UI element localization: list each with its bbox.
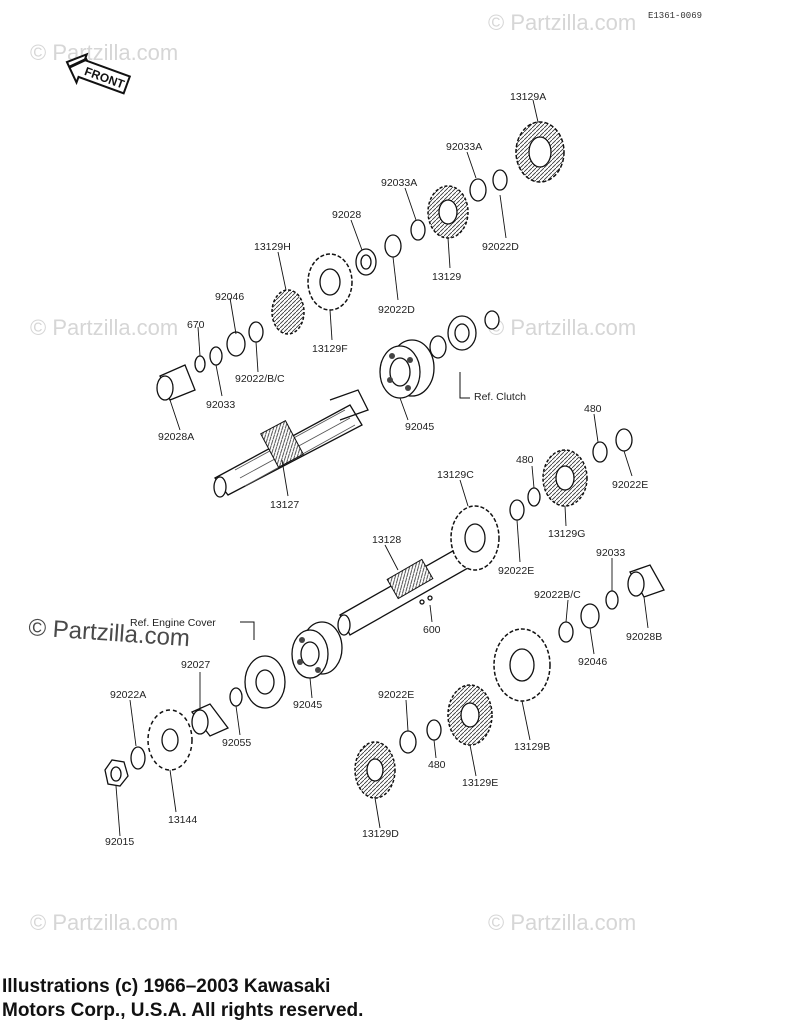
part-label-92033-b: 92033 <box>596 547 625 559</box>
gear-13129D <box>354 741 396 799</box>
part-label-92027: 92027 <box>181 659 210 671</box>
part-label-13129H: 13129H <box>254 241 291 253</box>
collar-92027 <box>190 703 230 737</box>
washer-92022E-b <box>509 499 525 521</box>
circlip-92055 <box>229 687 243 707</box>
watermark-3: © Partzilla.com <box>30 315 178 340</box>
bushing-92028A <box>156 364 196 401</box>
washer-92022D-a <box>492 169 508 191</box>
part-label-92045-b: 92045 <box>293 699 322 711</box>
part-label-92022BC-a: 92022/B/C <box>235 373 285 385</box>
collar-upper <box>429 310 500 359</box>
part-label-13129D: 13129D <box>362 828 399 840</box>
leader-lines <box>115 99 649 837</box>
ref-clutch: Ref. Clutch <box>474 391 526 403</box>
bearing-92045-lower <box>291 621 343 679</box>
nut-92015 <box>104 759 129 787</box>
part-label-92015: 92015 <box>105 836 134 848</box>
watermark-5: © Partzilla.com <box>30 910 178 935</box>
washer-92022D-b <box>384 234 402 258</box>
engine-cover-ref-line <box>240 621 255 640</box>
copyright-line-2: Motors Corp., U.S.A. All rights reserved… <box>2 1000 364 1021</box>
part-label-13129F: 13129F <box>312 343 348 355</box>
part-label-13129G: 13129G <box>548 528 585 540</box>
sprocket-13144 <box>147 709 193 771</box>
part-label-92028A: 92028A <box>158 431 194 443</box>
bushing-92028 <box>355 248 377 276</box>
output-shaft-13128 <box>337 547 469 636</box>
gear-13129B <box>493 628 551 702</box>
needle-bearing-92046-b <box>580 603 600 629</box>
washer-92022A <box>130 746 146 770</box>
bushing-92028B <box>627 564 665 598</box>
part-label-92028: 92028 <box>332 209 361 221</box>
washer-92022BC-a <box>248 321 264 343</box>
part-label-92022BC-b: 92022B/C <box>534 589 581 601</box>
part-label-92022E-a: 92022E <box>612 479 648 491</box>
part-label-480-c: 480 <box>428 759 446 771</box>
part-label-92022D-a: 92022D <box>482 241 519 253</box>
circlip-92033A-a <box>469 178 487 202</box>
bearing-92045-upper <box>379 339 435 399</box>
part-label-92022A: 92022A <box>110 689 146 701</box>
needle-bearing-92046-a <box>226 331 246 357</box>
pin-600 <box>419 595 433 605</box>
watermark-4: © Partzilla.com <box>488 315 636 340</box>
circlip-480-a <box>592 441 608 463</box>
gear-13129 <box>427 185 469 239</box>
washer-92022BC-b <box>558 621 574 643</box>
part-label-92033A-a: 92033A <box>446 141 482 153</box>
drawing-code: E1361-0069 <box>648 11 702 21</box>
part-label-600: 600 <box>423 624 441 636</box>
clutch-ref-line <box>459 372 470 399</box>
part-label-480-a: 480 <box>584 403 602 415</box>
part-label-480-b: 480 <box>516 454 534 466</box>
part-label-92046-b: 92046 <box>578 656 607 668</box>
watermark-6: © Partzilla.com <box>488 910 636 935</box>
gear-13129F <box>307 253 353 311</box>
watermark-2: © Partzilla.com <box>488 10 636 35</box>
circlip-92033-a <box>209 346 223 366</box>
copyright-line-1: Illustrations (c) 1966–2003 Kawasaki <box>2 976 331 997</box>
input-shaft-13127 <box>213 389 369 498</box>
part-labels: 13129A 92033A 92033A 92028 92022D 13129H… <box>105 91 662 848</box>
part-label-92055: 92055 <box>222 737 251 749</box>
part-label-92022E-c: 92022E <box>378 689 414 701</box>
part-label-92022D-b: 92022D <box>378 304 415 316</box>
ref-engine-cover: Ref. Engine Cover <box>130 617 216 629</box>
part-label-92022E-b: 92022E <box>498 565 534 577</box>
part-label-13129B: 13129B <box>514 741 550 753</box>
gear-13129H <box>271 289 305 335</box>
washer-670 <box>194 355 206 373</box>
part-label-13129: 13129 <box>432 271 461 283</box>
part-label-13128: 13128 <box>372 534 401 546</box>
part-label-92045-a: 92045 <box>405 421 434 433</box>
washer-92022E-c <box>399 730 417 754</box>
part-label-13127: 13127 <box>270 499 299 511</box>
circlip-92033-b <box>605 590 619 610</box>
part-label-13129C: 13129C <box>437 469 474 481</box>
part-label-92033A-b: 92033A <box>381 177 417 189</box>
part-label-92028B: 92028B <box>626 631 662 643</box>
copyright-notice: Illustrations (c) 1966–2003 Kawasaki Mot… <box>2 975 422 1023</box>
part-label-13129E: 13129E <box>462 777 498 789</box>
gear-13129G <box>542 449 588 507</box>
watermark-1: © Partzilla.com <box>30 40 178 65</box>
oil-seal-ref-engine-cover <box>244 655 286 709</box>
gear-13129C <box>450 505 500 571</box>
washer-92022E-a <box>615 428 633 452</box>
circlip-480-c <box>426 719 442 741</box>
gear-13129A <box>515 121 565 183</box>
circlip-480-b <box>527 487 541 507</box>
part-label-670: 670 <box>187 319 205 331</box>
gear-13129E <box>447 684 493 746</box>
circlip-92033A-b <box>410 219 426 241</box>
part-label-13129A: 13129A <box>510 91 546 103</box>
part-label-92033-a: 92033 <box>206 399 235 411</box>
part-label-13144: 13144 <box>168 814 197 826</box>
part-label-92046-a: 92046 <box>215 291 244 303</box>
